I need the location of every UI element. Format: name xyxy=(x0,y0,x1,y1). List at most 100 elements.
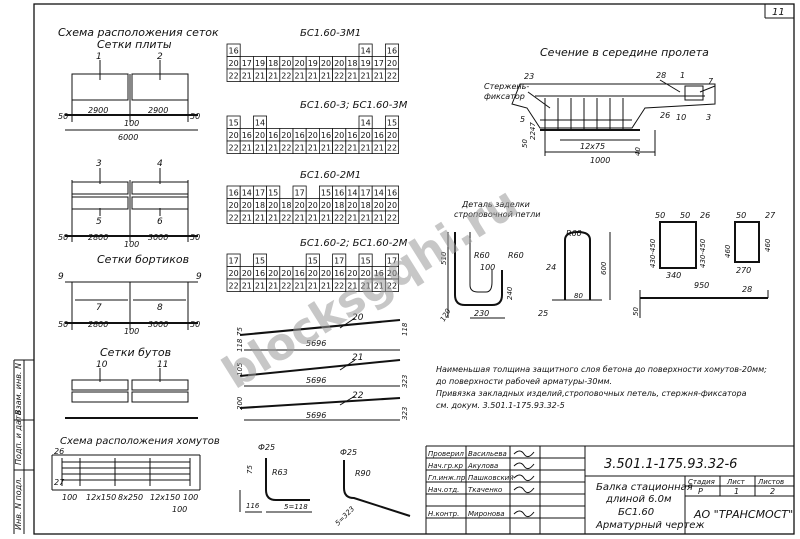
mark-1: 1 xyxy=(96,52,102,62)
table-cell-value: 20 xyxy=(374,201,384,210)
table-cell-value: 18 xyxy=(347,59,357,68)
table-cell-value: 21 xyxy=(347,72,357,81)
table-cell-value: 15 xyxy=(229,119,239,128)
sheet-header: Лист xyxy=(726,478,746,486)
dim-3000: 3000 xyxy=(148,233,168,242)
section-mark-10: 10 xyxy=(676,113,686,122)
table-cell-value: 21 xyxy=(374,282,384,291)
table-cell-value: 16 xyxy=(229,47,239,56)
mark-7: 7 xyxy=(96,303,102,313)
stamp-role: Проверил xyxy=(428,450,464,458)
dim-12x150: 12x150 xyxy=(86,493,116,502)
table-cell-value: 21 xyxy=(321,214,331,223)
table-cell-value: 20 xyxy=(295,59,305,68)
table-cell-value: 22 xyxy=(334,72,344,81)
section-mark-1: 1 xyxy=(680,71,685,80)
dim-118: 118 xyxy=(401,322,409,336)
page-number: 11 xyxy=(772,7,785,18)
dim-50: 50 xyxy=(190,233,200,242)
dim-12x150: 12x150 xyxy=(150,493,180,502)
mark-10: 10 xyxy=(96,360,108,370)
table-cell-value: 16 xyxy=(387,189,397,198)
table-cell-value: 17 xyxy=(361,189,371,198)
table-title: БС1.60-3М1 xyxy=(300,28,361,39)
table-cell-value: 19 xyxy=(308,59,318,68)
detail-dim-230: 230 xyxy=(474,309,489,318)
table-cell-value: 16 xyxy=(268,131,278,140)
table-cell-value: 15 xyxy=(321,189,331,198)
table-cell-value: 20 xyxy=(321,59,331,68)
drawing-type: Арматурный чертеж xyxy=(595,520,704,531)
dim-200: 200 xyxy=(236,396,244,410)
stamp-person: Миронова xyxy=(468,510,505,518)
table-cell-value: 21 xyxy=(374,144,384,153)
table-cell-value: 22 xyxy=(229,72,239,81)
dim-2800: 2800 xyxy=(88,320,108,329)
table-cell-value: 20 xyxy=(255,131,265,140)
sheet-value: 1 xyxy=(734,487,739,496)
table-cell-value: 16 xyxy=(374,131,384,140)
signature xyxy=(513,450,535,458)
detail-r60: R60 xyxy=(508,251,524,260)
table-cell-value: 22 xyxy=(281,144,291,153)
stamp-role: Нач.гр.кр xyxy=(428,462,463,470)
table-cell-value: 18 xyxy=(361,201,371,210)
side-label-inv: Инв. N подл. xyxy=(14,477,23,530)
table-cell-value: 20 xyxy=(387,201,397,210)
table-cell-value: 21 xyxy=(268,144,278,153)
table-cell-value: 20 xyxy=(361,131,371,140)
table-cell-value: 21 xyxy=(374,72,384,81)
table-cell-value: 21 xyxy=(361,144,371,153)
stirrup-dim-50: 50 xyxy=(655,211,665,220)
table-cell-value: 20 xyxy=(387,269,397,278)
table-cell-value: 20 xyxy=(295,201,305,210)
sheets-header: Листов xyxy=(757,478,784,486)
detail-dim-120: 120 xyxy=(439,307,453,323)
stirrup-mark-28: 28 xyxy=(742,285,752,294)
table-cell-value: 20 xyxy=(334,59,344,68)
table-cell-value: 21 xyxy=(347,282,357,291)
table-cell-value: 15 xyxy=(308,257,318,266)
table-cell-value: 22 xyxy=(229,282,239,291)
table-title: БС1.60-3; БС1.60-3М xyxy=(300,100,408,111)
dim-323: 323 xyxy=(401,375,409,388)
bent-bar-dim-5-118: 5=118 xyxy=(284,503,308,511)
bent-bar-dim-5-323: 5=323 xyxy=(334,505,356,527)
table-cell-value: 16 xyxy=(334,189,344,198)
mark-6: 6 xyxy=(157,217,163,227)
detail-dim-510: 510 xyxy=(440,251,448,265)
table-cell-value: 21 xyxy=(268,214,278,223)
stamp-role: Н.контр. xyxy=(428,510,459,518)
detail-mark-24: 24 xyxy=(546,263,556,272)
detail-r60: R60 xyxy=(566,229,582,238)
table-cell-value: 21 xyxy=(268,72,278,81)
table-cell-value: 21 xyxy=(347,214,357,223)
section-mark-5: 5 xyxy=(520,115,525,124)
bar-length: 5696 xyxy=(306,339,326,348)
dim-75: 75 xyxy=(236,327,244,336)
table-cell-value: 21 xyxy=(255,72,265,81)
table-cell-value: 16 xyxy=(242,131,252,140)
table-cell-value: 20 xyxy=(242,201,252,210)
dim-50: 50 xyxy=(190,112,200,121)
table-cell-value: 18 xyxy=(268,59,278,68)
schemes-title: Схема расположения сеток xyxy=(58,26,219,39)
stirrup-dim-460: 460 xyxy=(724,244,732,258)
table-cell-value: 20 xyxy=(281,269,291,278)
dim-100: 100 xyxy=(124,240,139,249)
slab-title: Сетки плиты xyxy=(97,38,172,51)
dim-2900: 2900 xyxy=(148,106,168,115)
mark-3: 3 xyxy=(96,159,102,169)
table-cell-value: 18 xyxy=(255,201,265,210)
table-cell-value: 21 xyxy=(347,144,357,153)
dim-100: 100 xyxy=(183,493,198,502)
table-cell-value: 20 xyxy=(308,201,318,210)
mark-4: 4 xyxy=(157,159,163,169)
mark-11: 11 xyxy=(157,360,168,370)
mark-9: 9 xyxy=(58,272,64,282)
table-cell-value: 17 xyxy=(334,257,344,266)
section-dim-40: 40 xyxy=(634,147,642,156)
stirrup-mark-26: 26 xyxy=(700,211,710,220)
